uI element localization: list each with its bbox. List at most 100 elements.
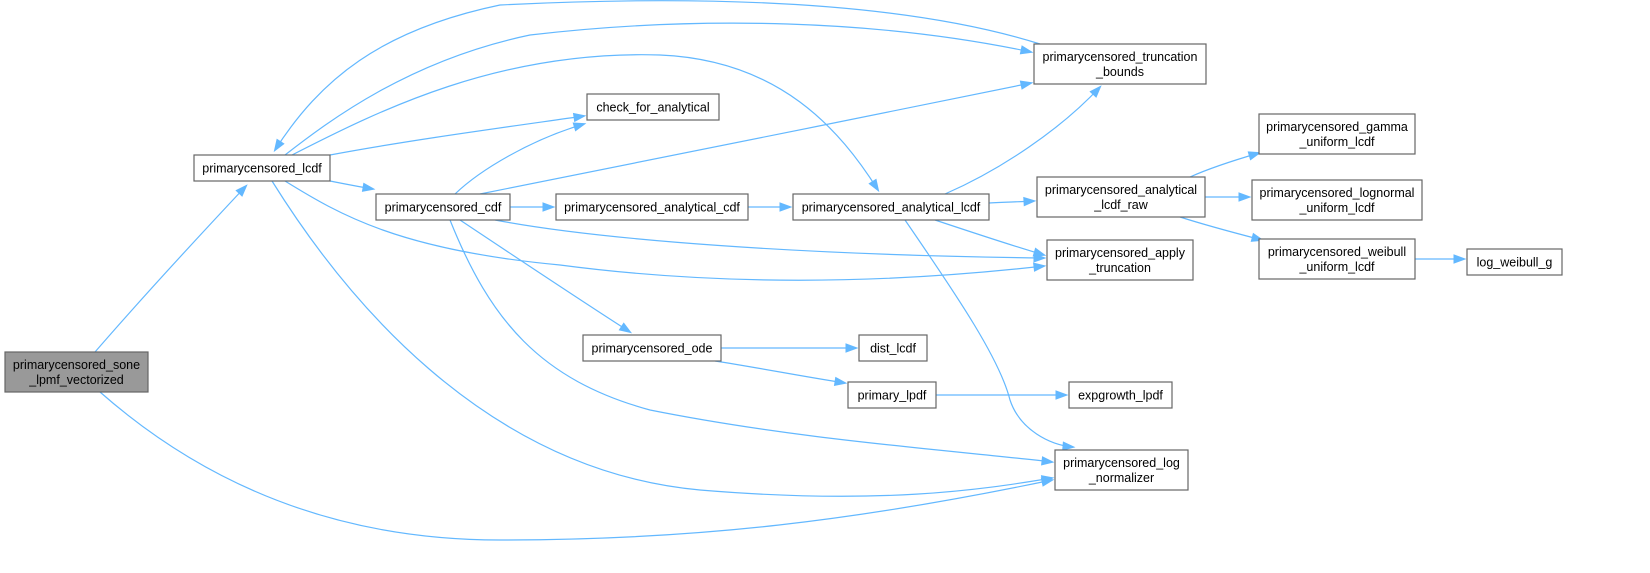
node-box xyxy=(847,381,937,409)
node-gamma[interactable]: primarycensored_gamma_uniform_lcdf xyxy=(1258,113,1416,155)
node-alcdf[interactable]: primarycensored_analytical_lcdf xyxy=(792,193,990,221)
arrowhead xyxy=(542,202,556,212)
node-trunc[interactable]: primarycensored_truncation_bounds xyxy=(1033,43,1207,85)
node-label: primarycensored_analytical xyxy=(1045,183,1197,197)
node-box xyxy=(555,193,749,221)
edge-ode-to-dist xyxy=(721,343,859,353)
edge-lcdf-to-lognorm xyxy=(271,180,1055,497)
node-box xyxy=(1258,238,1416,280)
edge-weibull-to-logweibull xyxy=(1415,254,1467,264)
node-label: primarycensored_analytical_lcdf xyxy=(802,201,981,215)
edge-cdf-to-apply xyxy=(494,219,1047,263)
node-label: check_for_analytical xyxy=(596,101,709,115)
edge-line xyxy=(284,180,1045,281)
node-label: _bounds xyxy=(1095,65,1144,79)
arrowhead xyxy=(868,178,880,193)
node-box xyxy=(792,193,990,221)
edge-raw-to-weibull xyxy=(1179,216,1265,242)
edge-alcdf-to-lognorm xyxy=(904,219,1076,451)
node-label: _uniform_lcdf xyxy=(1298,260,1375,274)
edge-line xyxy=(1179,216,1263,241)
edge-line xyxy=(494,219,1045,259)
node-box xyxy=(4,351,149,393)
edge-cdf-to-ode xyxy=(459,219,633,334)
edge-line xyxy=(284,22,1032,156)
arrowhead xyxy=(1019,45,1034,55)
edge-line xyxy=(329,115,585,156)
node-label: primarycensored_apply xyxy=(1055,246,1186,260)
node-box xyxy=(1046,239,1194,281)
edge-line xyxy=(99,391,1053,541)
node-box xyxy=(1033,43,1207,85)
node-label: primarycensored_weibull xyxy=(1268,245,1406,259)
edge-cdf-to-trunc xyxy=(479,80,1034,195)
node-weibull[interactable]: primarycensored_weibull_uniform_lcdf xyxy=(1258,238,1416,280)
edge-cdf-to-lognorm xyxy=(449,219,1055,466)
node-label: primarycensored_lognormal xyxy=(1260,186,1415,200)
edge-acdf-to-alcdf xyxy=(747,202,793,212)
edge-line xyxy=(479,82,1032,195)
arrowhead xyxy=(1453,254,1467,264)
node-label: primarycensored_cdf xyxy=(385,201,502,215)
arrowhead xyxy=(1019,80,1034,90)
node-cdf[interactable]: primarycensored_cdf xyxy=(375,193,511,221)
node-logweibull[interactable]: log_weibull_g xyxy=(1466,248,1563,276)
edge-lcdf-to-trunc xyxy=(284,22,1034,156)
arrowhead xyxy=(779,202,793,212)
arrowhead xyxy=(1041,456,1055,466)
node-lognorm[interactable]: primarycensored_log_normalizer xyxy=(1054,449,1189,491)
node-label: primarycensored_gamma xyxy=(1266,120,1408,134)
edge-alcdf-to-raw xyxy=(988,196,1037,207)
edge-raw-to-lognormal xyxy=(1205,192,1252,202)
node-label: expgrowth_lpdf xyxy=(1078,389,1163,403)
edge-line xyxy=(291,54,879,191)
node-label: dist_lcdf xyxy=(870,342,916,356)
node-acdf[interactable]: primarycensored_analytical_cdf xyxy=(555,193,749,221)
arrowhead xyxy=(1033,262,1047,272)
node-label: _normalizer xyxy=(1088,471,1154,485)
node-apply[interactable]: primarycensored_apply_truncation xyxy=(1046,239,1194,281)
arrowhead xyxy=(1089,85,1102,98)
edge-cdf-to-acdf xyxy=(509,202,556,212)
edge-lcdf-to-check xyxy=(329,112,587,156)
node-dist[interactable]: dist_lcdf xyxy=(858,334,928,362)
edge-trunc-to-lcdf xyxy=(273,0,1041,153)
edge-line xyxy=(454,123,585,195)
edge-line xyxy=(274,0,1041,151)
node-label: primarycensored_analytical_cdf xyxy=(564,201,740,215)
edge-line xyxy=(1189,152,1260,178)
edge-raw-to-gamma xyxy=(1189,151,1262,178)
node-label: primarycensored_truncation xyxy=(1043,50,1198,64)
edge-line xyxy=(449,219,1053,463)
node-box xyxy=(858,334,928,362)
node-lcdf[interactable]: primarycensored_lcdf xyxy=(193,154,331,182)
node-lognormal[interactable]: primarycensored_lognormal_uniform_lcdf xyxy=(1251,179,1423,221)
node-box xyxy=(1251,179,1423,221)
node-sone[interactable]: primarycensored_sone_lpmf_vectorized xyxy=(4,351,149,393)
node-box xyxy=(1054,449,1189,491)
edge-line xyxy=(934,219,1045,256)
node-expg[interactable]: expgrowth_lpdf xyxy=(1068,381,1173,409)
arrowhead xyxy=(1247,151,1262,161)
node-box xyxy=(1068,381,1173,409)
node-ode[interactable]: primarycensored_ode xyxy=(582,334,722,362)
arrowhead xyxy=(361,182,376,192)
edge-alcdf-to-apply xyxy=(934,219,1047,257)
edge-lcdf-to-alcdf xyxy=(291,54,880,193)
node-plpdf[interactable]: primary_lpdf xyxy=(847,381,937,409)
node-label: _lcdf_raw xyxy=(1093,198,1148,212)
arrowhead xyxy=(618,322,633,334)
node-check[interactable]: check_for_analytical xyxy=(586,93,720,121)
node-label: primarycensored_log xyxy=(1063,456,1180,470)
node-box xyxy=(375,193,511,221)
arrowhead xyxy=(833,376,848,387)
node-raw[interactable]: primarycensored_analytical_lcdf_raw xyxy=(1036,176,1206,218)
node-box xyxy=(1466,248,1563,276)
arrowhead xyxy=(845,343,859,353)
edge-lcdf-to-apply xyxy=(284,180,1047,281)
arrowhead xyxy=(1062,441,1076,451)
edge-line xyxy=(904,219,1074,448)
arrowhead xyxy=(572,112,587,123)
edge-alcdf-to-trunc xyxy=(944,85,1102,195)
node-box xyxy=(582,334,722,362)
